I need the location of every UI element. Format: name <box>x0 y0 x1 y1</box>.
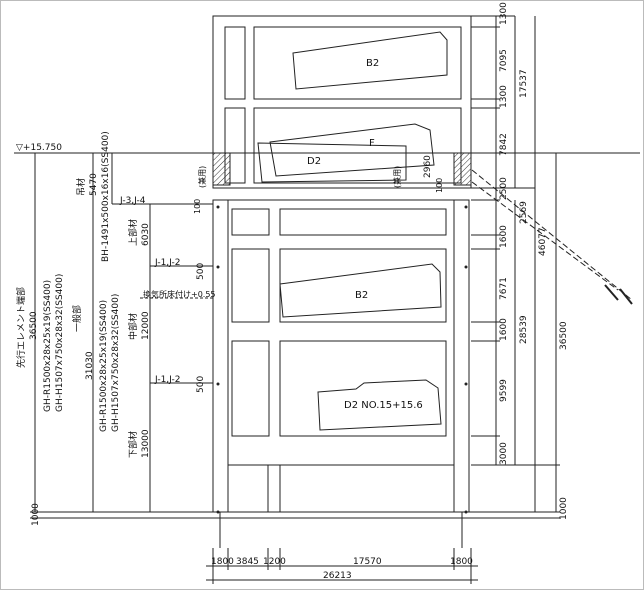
hanging-value: 5470 <box>89 173 99 196</box>
pile-rivets <box>216 205 468 514</box>
dim-inner-1: 7095 <box>499 49 509 72</box>
dim-inner-4: 2500 <box>499 177 509 200</box>
leading-spec-1: GH-R1500x28x25x19(SS400) <box>43 280 53 412</box>
dim-lower-1000: 1000 <box>559 497 569 520</box>
block-d2-low <box>317 379 442 431</box>
leading-value: 36500 <box>29 311 39 340</box>
leading-spec-2: GH-H1507x750x28x32(SS400) <box>55 274 65 412</box>
slab-100-left-label: 100 <box>193 199 202 214</box>
right-dimension-lines <box>471 15 560 512</box>
block-label-f: F <box>369 138 375 149</box>
lower-structure <box>30 199 560 548</box>
dim-inner-2: 1300 <box>499 85 509 108</box>
dim-inner-8: 9599 <box>499 379 509 402</box>
right-dimension-texts: 1300 7095 1300 7842 2500 1600 7671 1600 … <box>499 2 569 520</box>
dim-inner-6: 7671 <box>499 277 509 300</box>
bottom-dimension-texts: 1800 3845 1200 17570 1800 26213 <box>211 557 473 581</box>
hanging-label: 吊材 <box>75 178 87 196</box>
dim-inner-0: 1300 <box>499 2 509 25</box>
general-spec-1: GH-R1500x28x25x19(SS400) <box>99 300 109 432</box>
general-value: 31030 <box>85 351 95 380</box>
upper-structure <box>212 15 472 189</box>
upper-member-label: 上部材 <box>127 219 139 246</box>
slab-2960-label: 2960 <box>423 155 433 178</box>
dim-inner-3: 7842 <box>499 133 509 156</box>
value-500-b: 500 <box>196 376 206 393</box>
block-b2-top <box>292 31 448 90</box>
dim-bottom-seg-2: 1200 <box>263 557 286 567</box>
general-label: 一般部 <box>71 305 83 332</box>
lower-member-value: 13000 <box>141 429 151 458</box>
vent-label: 換気所床付け+0.55 <box>143 289 216 299</box>
j34-label: J-3,J-4 <box>119 196 146 206</box>
dim-inner-5: 1600 <box>499 225 509 248</box>
dim-bottom-seg-1: 3845 <box>236 557 259 567</box>
dim-middle-1: 2569 <box>519 201 529 224</box>
block-label-d2-low: D2 NO.15+15.6 <box>344 400 423 411</box>
dim-bottom-seg-4: 1800 <box>450 557 473 567</box>
block-labels: B2 F D2 B2 D2 NO.15+15.6 <box>307 58 423 411</box>
slab-annotations: (兼用) 2960 100 (兼用) 100 <box>193 155 444 214</box>
general-spec-2: GH-H1507x750x28x32(SS400) <box>111 294 121 432</box>
j12-upper-label: J-1,J-2 <box>154 258 180 268</box>
right-wall-hatch <box>453 152 472 186</box>
j12-lower-label: J-1,J-2 <box>154 375 180 385</box>
left-wall-hatch <box>212 152 231 186</box>
slab-pad-left-label: (兼用) <box>197 166 207 188</box>
bottom-dimension-lines <box>206 548 478 584</box>
block-b2-mid <box>279 263 442 318</box>
slab-pad-label: (兼用) <box>392 166 402 188</box>
left-dimension-lines <box>34 153 151 512</box>
anchor-heads <box>604 284 633 305</box>
block-label-d2: D2 <box>307 156 321 167</box>
joint-marks: J-3,J-4 J-1,J-2 J-1,J-2 換気所床付け+0.55 500 … <box>112 196 216 393</box>
block-label-b2-top: B2 <box>366 58 379 69</box>
middle-member-label: 中部材 <box>127 313 139 340</box>
dim-bottom-total: 26213 <box>323 571 352 581</box>
dim-bottom-seg-3: 17570 <box>353 557 382 567</box>
middle-member-value: 12000 <box>141 311 151 340</box>
block-label-b2-mid: B2 <box>355 290 368 301</box>
hanging-section: BH-1491x500x16x16(SS400) <box>101 131 111 262</box>
dim-outer-0: 46077 <box>538 227 548 256</box>
level-label: ▽+15.750 <box>16 143 62 153</box>
lower-member-label: 下部材 <box>127 431 139 458</box>
slab-100-label: 100 <box>435 178 444 193</box>
dim-bottom-seg-0: 1800 <box>211 557 234 567</box>
lower-1000-left: 1000 <box>31 503 41 526</box>
dim-outer-1: 36500 <box>559 321 569 350</box>
left-labels: 吊材 5470 BH-1491x500x16x16(SS400) 上部材 603… <box>15 131 151 526</box>
dim-middle-0: 17537 <box>519 69 529 98</box>
upper-member-value: 6030 <box>141 223 151 246</box>
dim-middle-2: 28539 <box>519 315 529 344</box>
block-d2 <box>257 142 407 183</box>
block-f <box>269 123 435 177</box>
value-500-a: 500 <box>196 263 206 280</box>
leading-label: 先行エレメント端部 <box>15 287 27 368</box>
dim-inner-7: 1600 <box>499 318 509 341</box>
dim-inner-9: 3000 <box>499 442 509 465</box>
